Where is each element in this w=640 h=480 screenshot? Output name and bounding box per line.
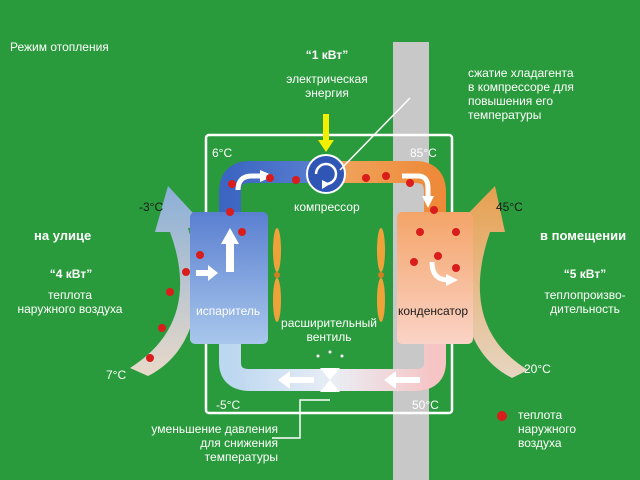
evaporator-fan-icon	[273, 228, 281, 322]
temp-hot-outlet: 85°C	[410, 146, 437, 160]
valve-dot-1	[316, 354, 320, 358]
condenser-fan-icon	[377, 228, 385, 322]
compressor-icon	[306, 154, 346, 194]
inside-title: в помещении	[540, 228, 627, 243]
temp-return-air: 20°C	[524, 362, 551, 376]
outside-heat-label: теплота наружного воздуха	[17, 288, 123, 317]
compressor-rotation-icon	[314, 162, 338, 186]
valve-label: расширительный вентиль	[281, 316, 377, 345]
expansion-valve-icon	[320, 368, 340, 380]
mode-title: Режим отопления	[10, 40, 109, 54]
compressor-rotation-arrowhead	[322, 180, 330, 189]
temp-after-condenser: 50°C	[412, 398, 439, 412]
pressure-pointer	[272, 399, 330, 439]
inside-air-arrow	[456, 186, 528, 378]
temp-evaporator-air: -3°C	[139, 200, 164, 214]
legend-label: теплота наружного воздуха	[518, 408, 577, 451]
flow-arrows	[196, 170, 458, 389]
power-input-arrow	[318, 114, 334, 152]
legend-dot	[497, 411, 507, 421]
expansion-valve-icon-lower	[320, 380, 340, 392]
compression-pointer	[339, 97, 411, 171]
inside-heat-value: “5 кВт”	[563, 267, 607, 281]
outside-title: на улице	[34, 228, 92, 243]
power-input-label: электрическая энергия	[286, 72, 368, 101]
outside-heat-value: “4 кВт”	[49, 267, 93, 281]
power-input-value: “1 кВт”	[305, 48, 349, 62]
valve-dot-2	[328, 350, 332, 354]
temp-cold-inlet: 6°C	[212, 146, 233, 160]
outside-air-arrow	[130, 186, 205, 376]
temp-supply-air: 45°C	[496, 200, 523, 214]
valve-dot-3	[340, 354, 344, 358]
temp-after-valve: -5°C	[216, 398, 241, 412]
refrigerant-pipe-bottom	[219, 335, 446, 391]
inside-heat-label: теплопроизво- дительность	[544, 288, 626, 317]
compressor-label: компрессор	[294, 200, 360, 214]
condenser-label: конденсатор	[398, 304, 469, 318]
pressure-note: уменьшение давления для снижения темпера…	[151, 422, 278, 465]
heat-dots	[146, 172, 460, 362]
compression-note: сжатие хладагента в компрессоре для повы…	[468, 66, 574, 123]
evaporator-block	[190, 212, 268, 344]
temp-outside-air: 7°C	[106, 368, 127, 382]
evaporator-label: испаритель	[196, 304, 261, 318]
